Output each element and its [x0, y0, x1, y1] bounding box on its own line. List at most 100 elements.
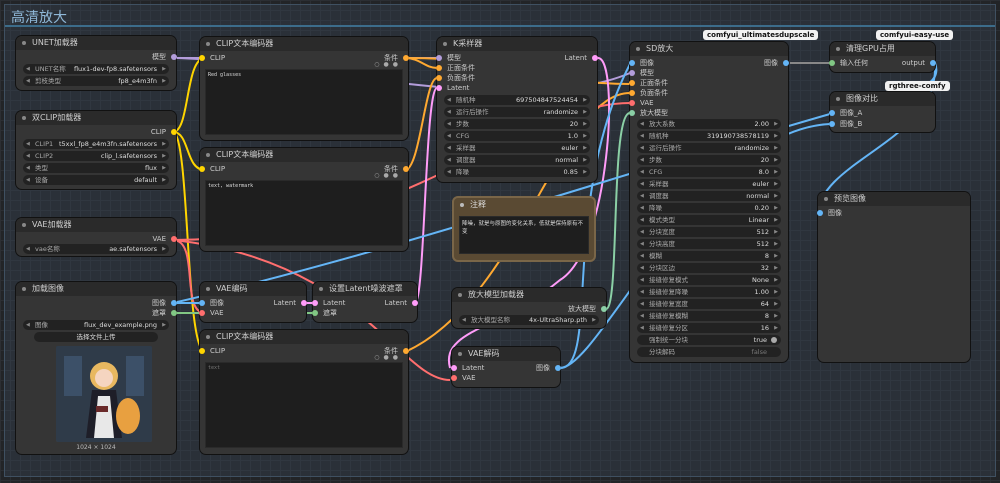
clip-input[interactable]: CLIP — [199, 346, 225, 356]
image-output[interactable]: 图像 — [764, 58, 789, 68]
vae-input[interactable]: VAE — [199, 308, 224, 318]
ksampler-node[interactable]: K采样器 模型 正面条件 负面条件 Latent Latent 随机种69750… — [436, 37, 598, 182]
note-node[interactable]: 注释 降噪，就是与原图的变化关系，低就是保持原有不变 — [452, 196, 596, 262]
vae-encode-node[interactable]: VAE编码 图像 VAE Latent — [199, 282, 307, 322]
node-toolbar[interactable]: ○●● — [374, 172, 398, 179]
upscale-model-output[interactable]: 放大模型 — [568, 304, 607, 314]
preview-image-node[interactable]: 预览图像 图像 — [817, 192, 970, 362]
conditioning-output[interactable]: 条件 — [384, 164, 409, 174]
mask-blur-field[interactable]: 模糊8 — [637, 251, 781, 261]
note-text[interactable]: 降噪，就是与原图的变化关系，低就是保持原有不变 — [459, 216, 589, 254]
clip-input[interactable]: CLIP — [199, 164, 225, 174]
prompt-textarea[interactable]: text — [205, 362, 403, 448]
vae-input[interactable]: VAE — [451, 373, 476, 383]
model-input[interactable]: 模型 — [629, 68, 654, 78]
clean-gpu-node[interactable]: 清理GPU占用 输入任何 output — [829, 42, 936, 72]
vae-decode-node[interactable]: VAE解码 Latent VAE 图像 — [451, 347, 561, 387]
conditioning-output[interactable]: 条件 — [384, 346, 409, 356]
output-port[interactable]: output — [902, 58, 936, 68]
model-input[interactable]: 模型 — [436, 53, 461, 63]
conditioning-output[interactable]: 条件 — [384, 53, 409, 63]
image-input[interactable]: 图像 — [629, 58, 654, 68]
latent-output[interactable]: Latent — [385, 298, 418, 308]
latent-output[interactable]: Latent — [274, 298, 307, 308]
node-toolbar[interactable]: ○●● — [374, 61, 398, 68]
sd-upscale-node[interactable]: SD放大 图像 模型 正面条件 负面条件 VAE 放大模型 图像 放大系数2.0… — [629, 42, 789, 362]
latent-output[interactable]: Latent — [565, 53, 598, 63]
image-output[interactable]: 图像 — [152, 298, 177, 308]
upload-button[interactable]: 选择文件上传 — [34, 332, 158, 342]
image-output[interactable]: 图像 — [536, 363, 561, 373]
mask-input[interactable]: 遮罩 — [312, 308, 337, 318]
image-input[interactable]: 图像 — [817, 208, 842, 218]
latent-input[interactable]: Latent — [312, 298, 345, 308]
clip-text-encode-positive[interactable]: CLIP文本编码器 CLIP 条件 ○●● Red glasses — [199, 37, 409, 140]
positive-input[interactable]: 正面条件 — [436, 63, 475, 73]
node-toolbar[interactable]: ○●● — [374, 354, 398, 361]
dual-clip-loader-node[interactable]: 双CLIP加载器 CLIP CLIP1t5xxl_fp8_e4m3fn.safe… — [16, 111, 177, 189]
image-b-input[interactable]: 图像_B — [829, 119, 862, 129]
vae-output[interactable]: VAE — [152, 234, 177, 244]
image-comparer-node[interactable]: 图像对比 图像_A 图像_B — [829, 92, 935, 132]
clip-output[interactable]: CLIP — [151, 127, 177, 137]
upscale-model-input[interactable]: 放大模型 — [629, 108, 668, 118]
positive-input[interactable]: 正面条件 — [629, 78, 668, 88]
image-input[interactable]: 图像 — [199, 298, 224, 308]
mask-output[interactable]: 遮罩 — [152, 308, 177, 318]
anything-input[interactable]: 输入任何 — [829, 58, 868, 68]
prompt-textarea[interactable]: text, watermark — [205, 180, 403, 246]
latent-input[interactable]: Latent — [451, 363, 484, 373]
unet-loader-node[interactable]: UNET加载器 模型 UNET名称flux1-dev-fp8.safetenso… — [16, 36, 177, 90]
vae-input[interactable]: VAE — [629, 98, 654, 108]
image-a-input[interactable]: 图像_A — [829, 108, 862, 118]
clip-text-encode-upscale[interactable]: CLIP文本编码器 CLIP 条件 ○●● text — [199, 330, 409, 454]
negative-input[interactable]: 负面条件 — [436, 73, 475, 83]
model-output[interactable]: 模型 — [152, 52, 177, 62]
set-latent-noise-mask-node[interactable]: 设置Latent噪波遮罩 Latent 遮罩 Latent — [312, 282, 418, 322]
negative-input[interactable]: 负面条件 — [629, 88, 668, 98]
clip-text-encode-negative[interactable]: CLIP文本编码器 CLIP 条件 ○●● text, watermark — [199, 148, 409, 251]
clip-input[interactable]: CLIP — [199, 53, 225, 63]
denoise-field[interactable]: 降噪0.20 — [637, 203, 781, 213]
prompt-textarea[interactable]: Red glasses — [205, 69, 403, 135]
latent-input[interactable]: Latent — [436, 83, 469, 93]
denoise-field[interactable]: 降噪0.85 — [444, 167, 590, 177]
